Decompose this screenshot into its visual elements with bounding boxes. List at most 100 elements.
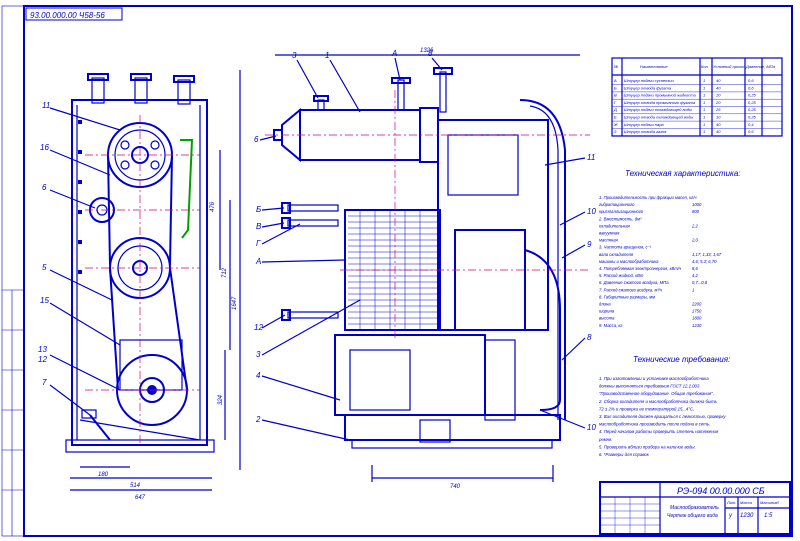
spec-cell: 10 [716,115,721,120]
callout-G: Г [256,239,261,248]
spec-cell: 40 [716,78,721,83]
right-callouts: 11 10 9 8 10 [539,153,596,432]
tech-characteristics: Техническая характеристика: 1. Производи… [598,169,741,328]
tech-char-item: ширина [599,309,615,314]
tech-char-value: 2200 [691,302,702,307]
spec-cell: 1 [703,115,705,120]
tech-req-item: 1. При изготовлении и установке маслообр… [599,376,709,381]
dim-740: 740 [450,484,461,490]
dim-514: 514 [130,483,141,489]
spec-cell: Штуцер подачи суспензии [624,78,674,83]
dim-476: 476 [210,201,216,212]
callout-A-mid: А [255,257,261,266]
top-stamp-text: 93.00.000.00 Ч58-56 [30,11,105,20]
spec-cell: А [613,78,617,83]
callout-12: 12 [38,355,47,364]
tech-char-value: 4,6; 5,3; 6,70 [692,259,717,264]
callout-V: В [256,222,262,231]
spec-cell: 1 [703,122,705,127]
tech-req-title: Технические требования: [633,355,730,364]
spec-header-pressure: Давление, МПа [745,64,776,69]
tech-char-item: 5. Расход жидкой, кВт [599,273,644,278]
spec-cell: В [614,93,617,98]
drawing-name-2: Чертеж общего вида [667,513,718,519]
spec-cell: Д [613,107,617,112]
spec-cell: Б [614,85,617,90]
spec-cell: 40 [716,85,721,90]
spec-header-dn: Условный проход [713,64,746,69]
tech-req-item: 4. Перед началом работы проверить степен… [599,429,719,434]
label-mass: Масса [740,500,753,505]
spec-header-name: Наименование [640,64,668,69]
callout-16: 16 [40,143,49,152]
tech-req-item: должны выполняться требования ГОСТ 12.2.… [599,384,700,389]
callout-11-right: 11 [587,153,595,162]
callout-13: 13 [38,345,47,354]
spec-header-qty: Кол [701,64,708,69]
callout-A-top: А [391,49,397,58]
tech-char-item: гидратационного [599,202,635,207]
left-callouts: 11 16 6 5 15 13 12 7 [38,101,121,416]
dim-1647: 1647 [232,296,238,310]
left-side-view [65,73,215,453]
tech-char-item: 7. Расход сжатого воздуха, м³/ч [599,287,663,292]
spec-cell: 0,6 [748,129,754,134]
callout-7: 7 [42,378,47,387]
tech-char-value: 1750 [692,309,702,314]
spec-cell: Г [614,100,617,105]
spec-cell: Штуцер отвода фугата [624,85,672,90]
spec-cell: Е [614,115,617,120]
label-scale: Масштаб [760,500,779,505]
tech-char-value: 1800 [692,316,702,321]
spec-cell: 25 [715,107,721,112]
tech-requirements: Технические требования: 1. При изготовле… [598,355,730,457]
spec-cell: 0,25 [748,100,757,105]
tech-char-item: охладительная [599,223,631,228]
tech-char-value: 4,2 [692,273,698,278]
tech-req-item: "Производственное оборудование. Общие тр… [599,391,714,396]
scale-value: 1:5 [764,513,773,519]
tech-char-value: 1 [692,287,694,292]
tech-char-item: 2. Вместимость, дм³ [598,216,642,221]
dim-712: 712 [222,267,228,278]
spec-cell: 40 [716,129,721,134]
tech-req-item: 5. Проверить вблизи прибора на наличие в… [599,444,696,449]
dim-180: 180 [98,472,109,478]
mass-value: 1230 [740,513,754,519]
spec-cell: Штуцер отвода охлаждающей воды [624,115,693,120]
callout-10-right: 10 [587,207,596,216]
spec-cell: 1 [703,107,705,112]
binding-strip [1,5,25,537]
tech-char-item: 9. Масса, кг [599,323,622,328]
spec-cell: 1 [703,78,705,83]
tech-char-item: 8. Габаритные размеры, мм [599,294,655,299]
callout-10-bottom: 10 [587,423,596,432]
tech-char-value: 1,17; 1,33; 1,67 [692,252,722,257]
spec-cell: Штуцер подачи пара [624,122,664,127]
tech-req-item: маслообработчика производить после подач… [599,422,710,427]
spec-header-num: № [614,64,619,69]
callout-6-front: 6 [254,135,259,144]
title-block: РЭ-094 00.00.000 СБ Маслообразователь Че… [599,481,791,535]
sheet-frame [23,5,793,537]
tech-char-item: кристаллизационного [599,209,644,214]
spec-table: № Наименование Кол Условный проход Давле… [611,57,783,137]
spec-cell: 0,4 [748,122,754,127]
label-lit: Лит. [726,500,736,505]
spec-cell: Штуцер отвода газов [624,129,666,134]
spec-cell: 1 [703,129,705,134]
tech-char-item: масляная [599,238,619,243]
tech-char-item: 4. Потребляемая электроэнергия, кВт/ч [599,266,682,271]
tech-char-item: машины и маслообработника [599,259,659,264]
callout-B: Б [256,205,261,214]
tech-req-item: ремня. [598,437,613,442]
tech-char-item: 6. Давление сжатого воздуха, МПа [599,280,669,285]
tech-char-value: 1000 [692,202,702,207]
spec-cell: З [614,129,617,134]
callout-2: 2 [255,415,261,424]
tech-req-item: 72 ± 2% и проверка ее температурой 15...… [599,406,694,411]
tech-char-item: высота [599,316,615,321]
tech-char-item: вакуумная [599,231,620,236]
tech-char-item: 1. Производительность при фракции масел,… [599,195,697,200]
spec-cell: 1 [703,100,705,105]
